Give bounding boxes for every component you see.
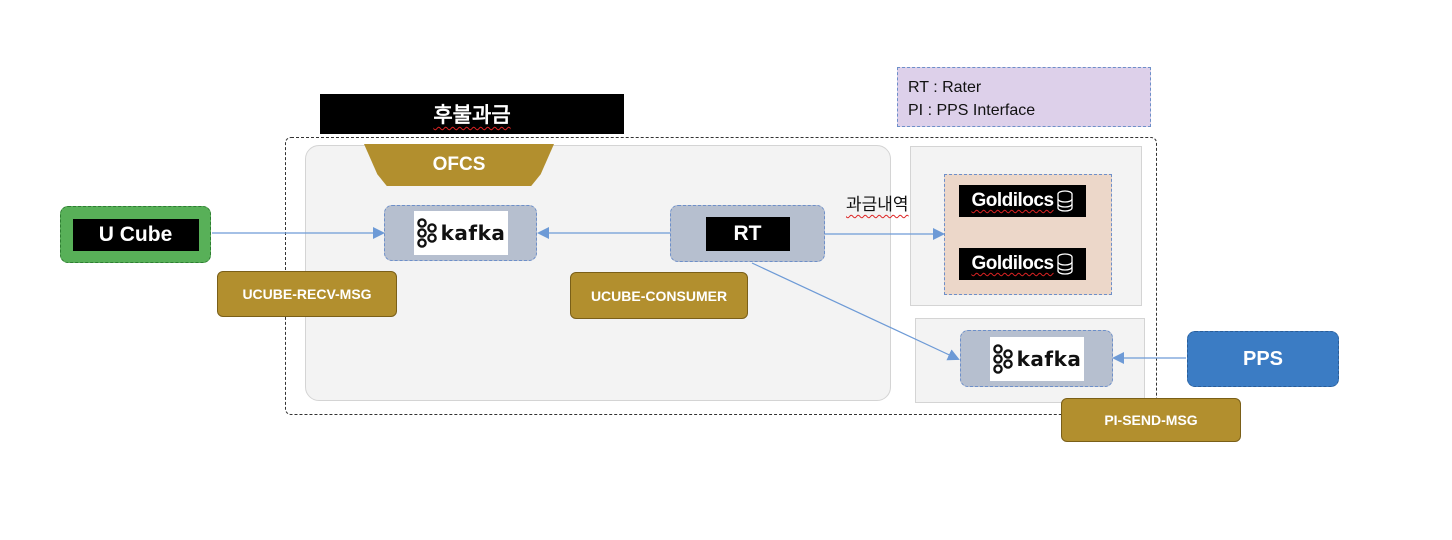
ucube-node[interactable]: U Cube [60,206,211,263]
goldilocs-primary[interactable]: Goldilocs [959,185,1086,217]
pi-kafka-node[interactable]: kafka [960,330,1113,387]
rt-node[interactable]: RT [670,205,825,262]
kafka-logo: kafka [992,343,1082,374]
kafka-logo-box: kafka [413,211,508,255]
kafka-logo-box: kafka [989,336,1084,381]
rt-label-box: RT [705,216,790,251]
diagram-title-text: 후불과금 [433,103,511,127]
database-icon [1056,253,1073,275]
billing-history-label: 과금내역 [846,190,909,215]
pps-label: PPS [1242,347,1284,370]
ofcs-kafka-node[interactable]: kafka [384,205,537,261]
diagram-title: 후불과금 [320,94,624,134]
ofcs-label: OFCS [364,144,554,186]
tag-ucube-recv-msg-text: UCUBE-RECV-MSG [242,286,372,302]
ucube-label-box: U Cube [72,218,199,251]
kafka-icon [992,343,1013,374]
goldilocs-secondary-label: Goldilocs [971,253,1054,274]
legend-rt: RT : Rater [908,79,982,96]
kafka-wordmark: kafka [1016,346,1082,371]
arrow-rt-to-pi-kafka [751,262,960,361]
ofcs-label-text: OFCS [432,154,486,175]
tag-ucube-consumer[interactable]: UCUBE-CONSUMER [570,272,748,319]
kafka-logo: kafka [416,218,506,248]
goldilocs-primary-label: Goldilocs [971,190,1054,211]
tag-pi-send-msg-text: PI-SEND-MSG [1104,412,1198,428]
pps-node[interactable]: PPS [1187,331,1339,387]
kafka-wordmark: kafka [440,221,506,245]
ucube-label: U Cube [98,222,173,246]
legend-pi: PI : PPS Interface [908,102,1036,119]
database-icon [1056,190,1073,212]
legend-box: RT : Rater PI : PPS Interface [897,67,1151,127]
tag-ucube-consumer-text: UCUBE-CONSUMER [590,287,728,304]
tag-ucube-recv-msg[interactable]: UCUBE-RECV-MSG [217,271,397,317]
billing-history-text: 과금내역 [846,195,909,215]
goldilocs-secondary[interactable]: Goldilocs [959,248,1086,280]
kafka-icon [416,218,437,248]
tag-pi-send-msg[interactable]: PI-SEND-MSG [1061,398,1241,442]
rt-label: RT [733,221,762,245]
